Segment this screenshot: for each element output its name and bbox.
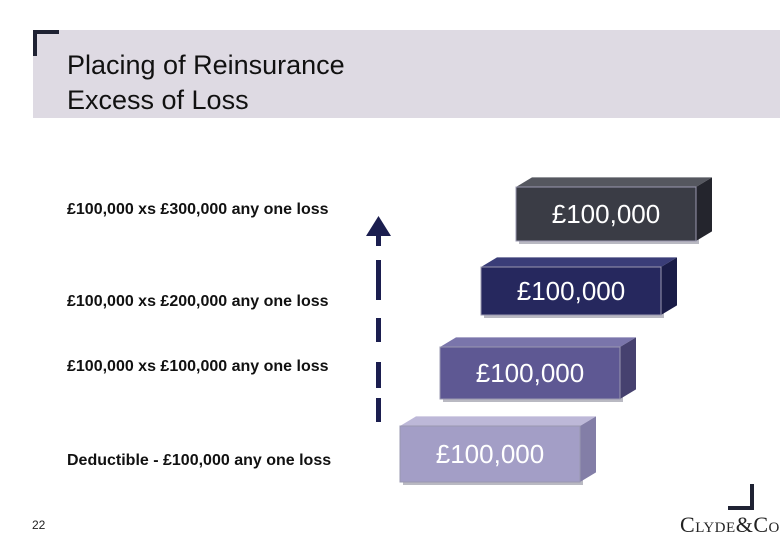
- title-line-2: Excess of Loss: [67, 85, 249, 115]
- layer-block-3: £100,000: [399, 416, 596, 485]
- layer-label-deductible: Deductible - £100,000 any one loss: [67, 452, 332, 469]
- layer-block-top-face: [440, 337, 636, 347]
- layer-label-first: £100,000 xs £100,000 any one loss: [67, 358, 329, 375]
- layer-block-value: £100,000: [476, 358, 584, 388]
- layer-block-front-face: [480, 266, 662, 316]
- layer-block-front-face: [439, 346, 621, 400]
- layer-block-value: £100,000: [552, 199, 660, 229]
- layer-block-2: £100,000: [439, 337, 636, 402]
- title-band: [33, 30, 780, 118]
- layer-block-front-face: [399, 425, 581, 483]
- upward-arrow: [366, 216, 391, 422]
- arrow-dash-2: [376, 318, 381, 342]
- layer-block-1: £100,000: [480, 257, 677, 318]
- layer-block-front-face: [515, 186, 697, 242]
- arrow-dash-4: [376, 236, 381, 246]
- layer-block-top-face: [400, 416, 596, 426]
- arrow-dash-3: [376, 260, 381, 300]
- arrow-head: [366, 216, 391, 236]
- arrow-dash-1: [376, 362, 381, 388]
- layer-label-second: £100,000 xs £200,000 any one loss: [67, 293, 329, 310]
- layer-block-value: £100,000: [436, 439, 544, 469]
- title-line-1: Placing of Reinsurance: [67, 50, 345, 80]
- layer-block-side-face: [696, 177, 712, 241]
- layer-block-side-face: [620, 337, 636, 399]
- layer-block-top-face: [481, 257, 677, 267]
- layer-blocks: £100,000 £100,000 £100,000 £100,000: [399, 177, 712, 485]
- layer-block-side-face: [580, 416, 596, 482]
- page-number: 22: [32, 518, 46, 532]
- company-logo: CLYDE&CO: [680, 512, 780, 537]
- corner-bracket-bottom-right: [728, 484, 754, 510]
- layer-block-side-face: [661, 257, 677, 315]
- corner-bracket-top-left: [33, 30, 59, 56]
- layer-block-0: £100,000: [515, 177, 712, 244]
- layer-block-value: £100,000: [517, 276, 625, 306]
- layer-label-top: £100,000 xs £300,000 any one loss: [67, 201, 329, 218]
- layer-block-top-face: [516, 177, 712, 187]
- page-title: Placing of Reinsurance Excess of Loss: [67, 48, 345, 118]
- arrow-dash-0: [376, 398, 381, 422]
